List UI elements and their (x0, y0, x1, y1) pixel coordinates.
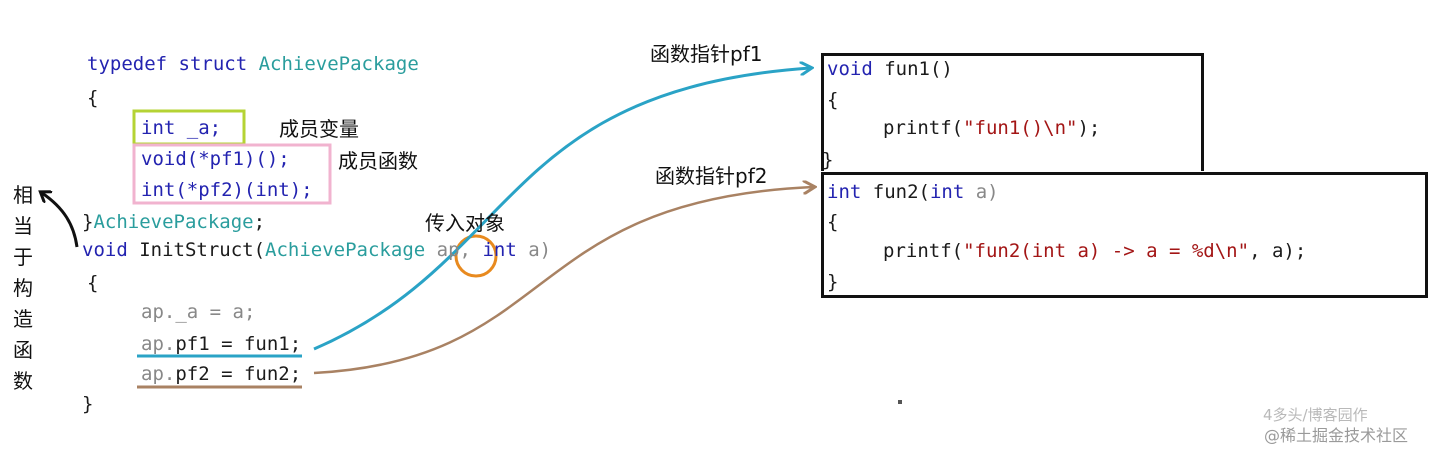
fun2-string: "fun2(int a) -> a = %d\n" (963, 240, 1250, 262)
semicolon: ; (253, 211, 266, 233)
constructor-char: 数 (13, 369, 33, 393)
param-a: a) (516, 239, 552, 261)
assign-pf2-object: ap. (141, 363, 176, 385)
code-line-int-a: int _a; (141, 116, 221, 140)
code-line-body-close: } (82, 392, 93, 416)
initstruct-name: InitStruct( (127, 239, 266, 261)
body-open-brace: { (87, 272, 99, 294)
assign-pf1-object: ap. (141, 333, 176, 355)
fun1-return-type: void (827, 58, 873, 80)
constructor-char: 相 (13, 183, 33, 207)
code-line-assign-pf2: ap.pf2 = fun2; (141, 362, 301, 386)
assign-pf1-rest: pf1 = fun1; (175, 333, 302, 355)
struct-name: AchievePackage (258, 53, 419, 75)
fun1-line-3: printf("fun1()\n"); (883, 116, 1100, 140)
constructor-char: 造 (13, 307, 33, 331)
fun1-line-2: { (827, 88, 838, 112)
func-ptr-pf1-label: 函数指针pf1 (650, 42, 763, 66)
fun2-line-3: printf("fun2(int a) -> a = %d\n", a); (883, 239, 1306, 263)
void-keyword: void (82, 239, 128, 261)
constructor-char: 构 (13, 276, 33, 300)
member-pf1-decl: void(*pf1)(); (141, 148, 290, 170)
int-keyword: int (482, 239, 517, 261)
fun2-line-2: { (827, 210, 838, 234)
fun1-string: "fun1()\n" (963, 117, 1078, 139)
close-brace: } (82, 211, 94, 233)
param-ap: ap, (436, 239, 471, 261)
member-var-label: 成员变量 (279, 117, 359, 141)
fun1-signature: fun1() (872, 58, 953, 80)
fun2-param-type: int (929, 181, 965, 203)
member-pf2-decl: int(*pf2)(int); (141, 179, 313, 201)
fun1-call-end: ); (1077, 117, 1101, 139)
member-func-box (132, 143, 332, 205)
code-line-close-typedef: }AchievePackage; (82, 210, 265, 234)
code-line-pf1-decl: void(*pf1)(); (141, 147, 290, 171)
fun1-open-brace: { (827, 89, 839, 111)
fun2-open-brace: { (827, 211, 839, 233)
code-line-initstruct: void InitStruct(AchievePackage ap, int a… (82, 238, 551, 262)
pf1-arrow (313, 68, 810, 351)
typedef-keyword: typedef struct (87, 53, 248, 75)
assign-a-object: ap. (141, 301, 176, 323)
func-ptr-pf2-label: 函数指针pf2 (655, 164, 768, 188)
fun2-return-type: int (827, 181, 862, 203)
open-brace: { (87, 87, 99, 109)
param-type: AchievePackage (265, 239, 426, 261)
constructor-char: 于 (13, 245, 33, 269)
fun1-line-4: } (822, 148, 833, 172)
code-line-assign-pf1: ap.pf1 = fun1; (141, 332, 301, 356)
code-line-assign-a: ap._a = a; (141, 300, 255, 324)
fun2-line-1: int fun2(int a) (827, 180, 999, 204)
watermark-line-2: @稀土掘金技术社区 (1264, 426, 1409, 445)
fun2-close-brace: } (827, 271, 839, 293)
fun2-box (821, 172, 1428, 298)
fun1-printf: printf( (883, 117, 964, 139)
pass-object-label: 传入对象 (425, 211, 505, 235)
fun1-close-brace: } (822, 149, 834, 171)
fun1-line-1: void fun1() (827, 57, 953, 81)
code-line-pf2-decl: int(*pf2)(int); (141, 178, 313, 202)
fun2-call-end: , a); (1249, 240, 1307, 262)
fun2-param: a) (964, 181, 999, 203)
member-func-label: 成员函数 (338, 149, 418, 173)
code-line-typedef: typedef struct AchievePackage (87, 52, 419, 76)
pass-object-circle (454, 234, 498, 278)
stray-dot (898, 400, 902, 404)
constructor-char: 函 (13, 338, 33, 362)
watermark-line-1: 4多头/博客园作 (1263, 406, 1368, 424)
fun1-box (821, 53, 1204, 171)
fun2-printf: printf( (883, 240, 964, 262)
fun2-line-4: } (827, 270, 838, 294)
body-close-brace: } (82, 393, 94, 415)
constructor-note: 相 当 于 构 造 函 数 (11, 180, 35, 397)
constructor-arrow (42, 193, 79, 248)
member-int-a: int _a; (141, 117, 222, 139)
code-line-open-brace: { (87, 86, 98, 110)
constructor-char: 当 (13, 214, 33, 238)
fun2-name: fun2( (861, 181, 930, 203)
pf2-arrow (313, 187, 813, 375)
assign-a-rest: _a = a; (175, 301, 256, 323)
code-line-body-open: { (87, 271, 98, 295)
assign-pf2-rest: pf2 = fun2; (175, 363, 302, 385)
typedef-alias: AchievePackage (93, 211, 254, 233)
